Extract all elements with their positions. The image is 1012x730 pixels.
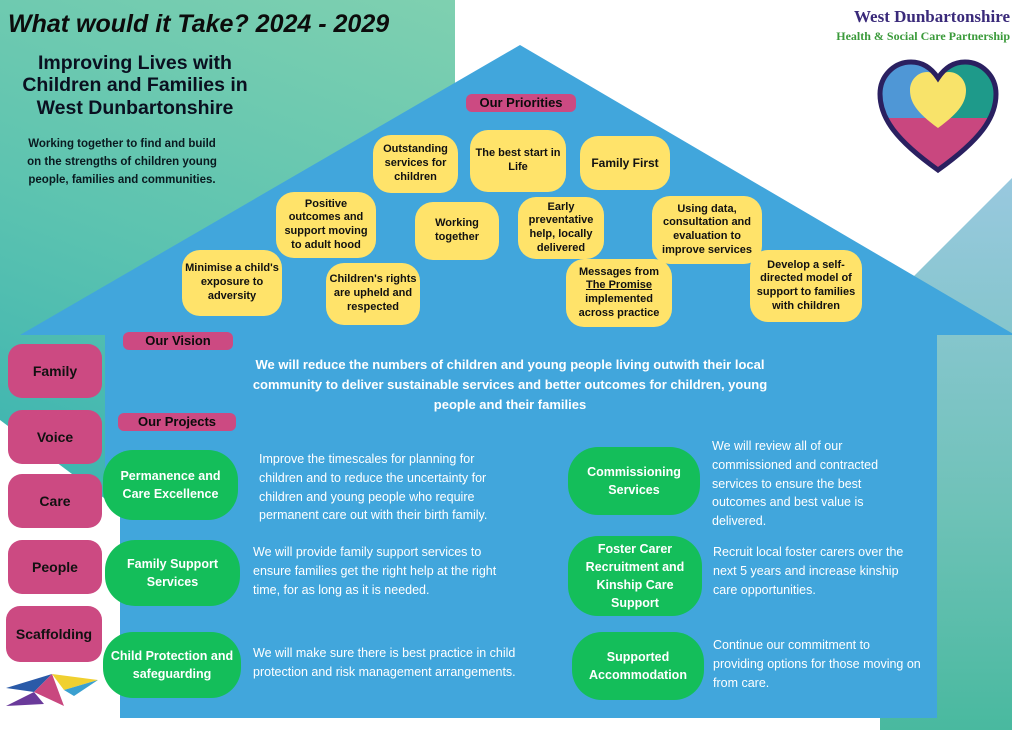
priority-best-start: The best start in Life	[470, 130, 566, 192]
heart-logo-icon	[877, 59, 999, 174]
promise-line-1: Messages from	[578, 265, 660, 278]
project-child-protection-text: We will make sure there is best practice…	[253, 646, 516, 679]
project-foster-kinship-text: Recruit local foster carers over the nex…	[713, 545, 904, 597]
priority-self-directed-support: Develop a self-directed model of support…	[750, 250, 862, 322]
projects-label: Our Projects	[118, 413, 236, 431]
project-family-support[interactable]: Family Support Services	[105, 540, 240, 606]
priority-using-data: Using data, consultation and evaluation …	[652, 196, 762, 264]
value-people: People	[8, 540, 102, 594]
org-name: West Dunbartonshire	[853, 7, 1010, 26]
project-family-support-text: We will provide family support services …	[253, 545, 497, 597]
project-commissioning-text: We will review all of our commissioned a…	[712, 439, 879, 528]
bird-logo-icon	[6, 674, 98, 706]
project-child-protection[interactable]: Child Protection and safeguarding	[103, 632, 241, 698]
value-family: Family	[8, 344, 102, 398]
page-subtitle: Improving Lives with Children and Famili…	[22, 52, 248, 119]
priority-outstanding-services: Outstanding services for children	[373, 135, 458, 193]
value-care: Care	[8, 474, 102, 528]
value-scaffolding: Scaffolding	[6, 606, 102, 662]
priorities-label: Our Priorities	[466, 94, 576, 112]
priority-minimise-adversity: Minimise a child's exposure to adversity	[182, 250, 282, 316]
promise-link[interactable]: The Promise	[585, 279, 653, 292]
priority-childrens-rights: Children's rights are upheld and respect…	[326, 263, 420, 325]
project-supported-accommodation[interactable]: Supported Accommodation	[572, 632, 704, 700]
priority-positive-outcomes: Positive outcomes and support moving to …	[276, 192, 376, 258]
vision-text: We will reduce the numbers of children a…	[252, 357, 768, 413]
project-foster-kinship[interactable]: Foster Carer Recruitment and Kinship Car…	[568, 536, 702, 616]
org-partnership: Health & Social Care Partnership	[836, 29, 1010, 43]
project-commissioning[interactable]: Commissioning Services	[568, 447, 700, 515]
project-permanence-care-text: Improve the timescales for planning for …	[259, 452, 488, 523]
priority-working-together: Working together	[415, 202, 499, 260]
house-body	[105, 332, 937, 718]
vision-label: Our Vision	[123, 332, 233, 350]
priority-the-promise: Messages from The Promise implemented ac…	[566, 259, 672, 327]
priority-early-help: Early preventative help, locally deliver…	[518, 197, 604, 259]
intro-text: Working together to find and build on th…	[27, 138, 217, 186]
promise-line-2: implemented across practice	[578, 293, 660, 319]
page-title: What would it Take? 2024 - 2029	[8, 10, 390, 38]
project-supported-accommodation-text: Continue our commitment to providing opt…	[713, 638, 921, 690]
value-voice: Voice	[8, 410, 102, 464]
project-permanence-care[interactable]: Permanence and Care Excellence	[103, 450, 238, 520]
priority-family-first: Family First	[580, 136, 670, 190]
